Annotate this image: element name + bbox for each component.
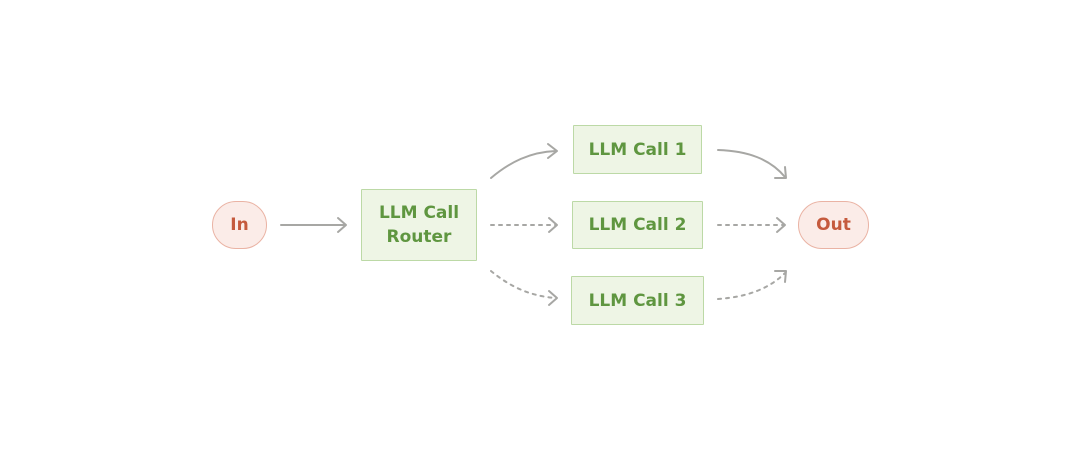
edge-call-1-to-out [717,149,787,179]
edge-router-to-call-1 [490,143,558,179]
llm-call-2-node: LLM Call 2 [572,201,703,249]
output-node: Out [798,201,869,249]
edge-router-to-call-3 [490,270,558,306]
edge-call-2-to-out [717,217,786,233]
router-node-label: LLM Call Router [378,203,460,247]
edge-call-3-to-out [717,270,787,300]
llm-call-3-label: LLM Call 3 [588,290,687,311]
input-node-label: In [230,215,249,235]
llm-call-2-label: LLM Call 2 [588,215,687,235]
edge-in-to-router [280,217,347,233]
input-node: In [212,201,267,249]
llm-call-1-node: LLM Call 1 [573,125,702,174]
llm-call-3-node: LLM Call 3 [571,276,704,325]
router-node: LLM Call Router [361,189,477,261]
output-node-label: Out [816,215,851,235]
edge-router-to-call-2 [490,217,558,233]
llm-call-1-label: LLM Call 1 [588,139,687,160]
